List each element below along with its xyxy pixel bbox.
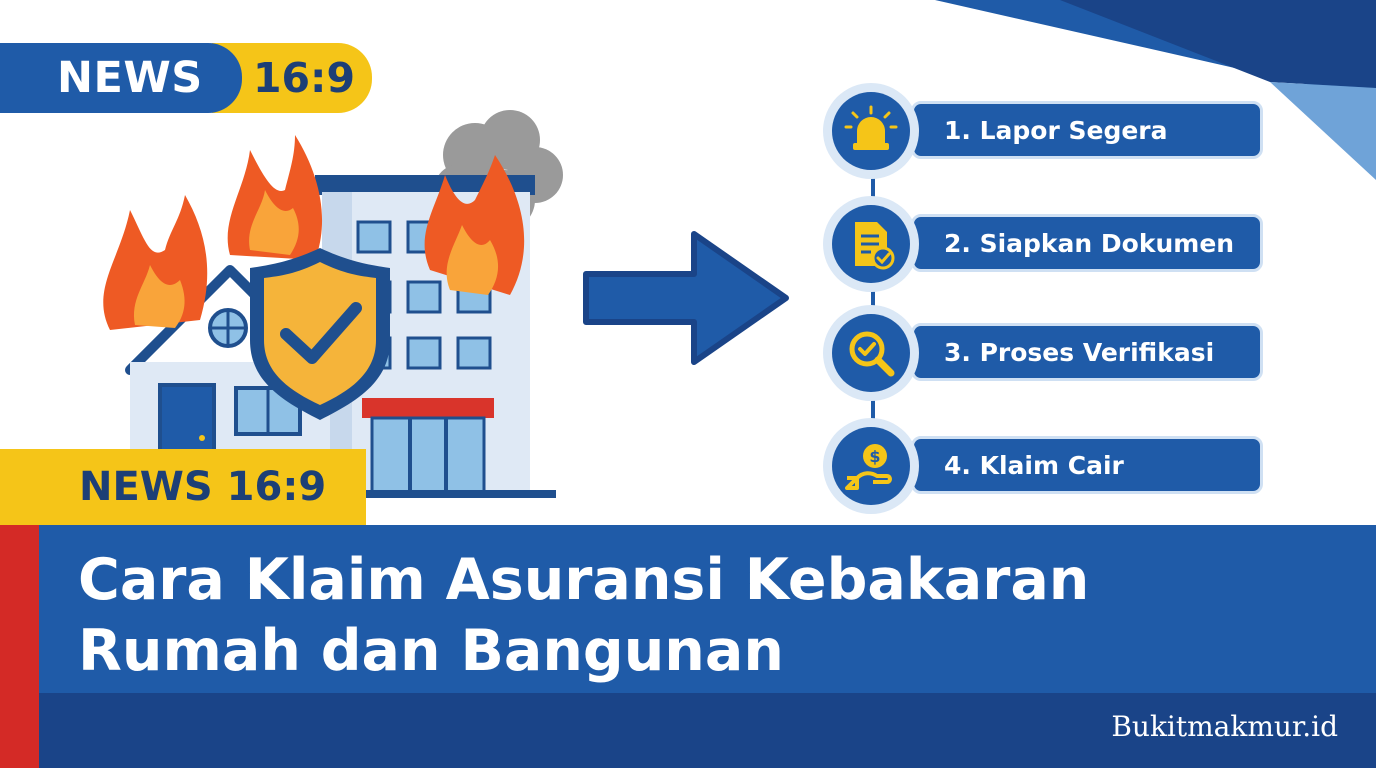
money-hand-icon: $ [845,444,892,490]
step-1-icon-circle [823,83,919,179]
right-arrow-icon [583,231,789,365]
step-4-label: 4. Klaim Cair [911,436,1263,494]
headline-line-2: Rumah dan Bangunan [78,618,784,684]
magnifier-check-icon [849,331,895,377]
step-4-icon-circle: $ [823,418,919,514]
step-3-icon-circle [823,305,919,401]
headline-line-1: Cara Klaim Asuransi Kebakaran [78,547,1090,613]
step-1-label: 1. Lapor Segera [911,101,1263,159]
lower-news-badge: NEWS 16:9 [0,449,366,525]
top-news-badge: NEWS 16:9 [0,43,385,113]
footer-band [39,693,1376,768]
headline-band [0,525,1376,693]
step-2-icon-circle [823,196,919,292]
svg-text:$: $ [869,447,880,466]
siren-icon [844,105,898,150]
site-name: Bukitmakmur.id [1111,710,1338,743]
top-badge-news-label: NEWS [0,43,242,113]
red-accent-strip [0,525,39,768]
step-3-label: 3. Proses Verifikasi [911,323,1263,381]
fire-flames [103,135,525,330]
step-item-1: 1. Lapor Segera [823,83,1263,179]
step-2-label: 2. Siapkan Dokumen [911,214,1263,272]
step-item-2: 2. Siapkan Dokumen [823,196,1263,292]
document-check-icon [855,222,895,270]
top-badge-ratio-label: 16:9 [212,43,372,113]
shield-check-icon [250,248,390,420]
step-item-3: 3. Proses Verifikasi [823,305,1263,401]
headline-title: Cara Klaim Asuransi Kebakaran Rumah dan … [78,545,1278,687]
step-item-4: $ 4. Klaim Cair [823,418,1263,514]
